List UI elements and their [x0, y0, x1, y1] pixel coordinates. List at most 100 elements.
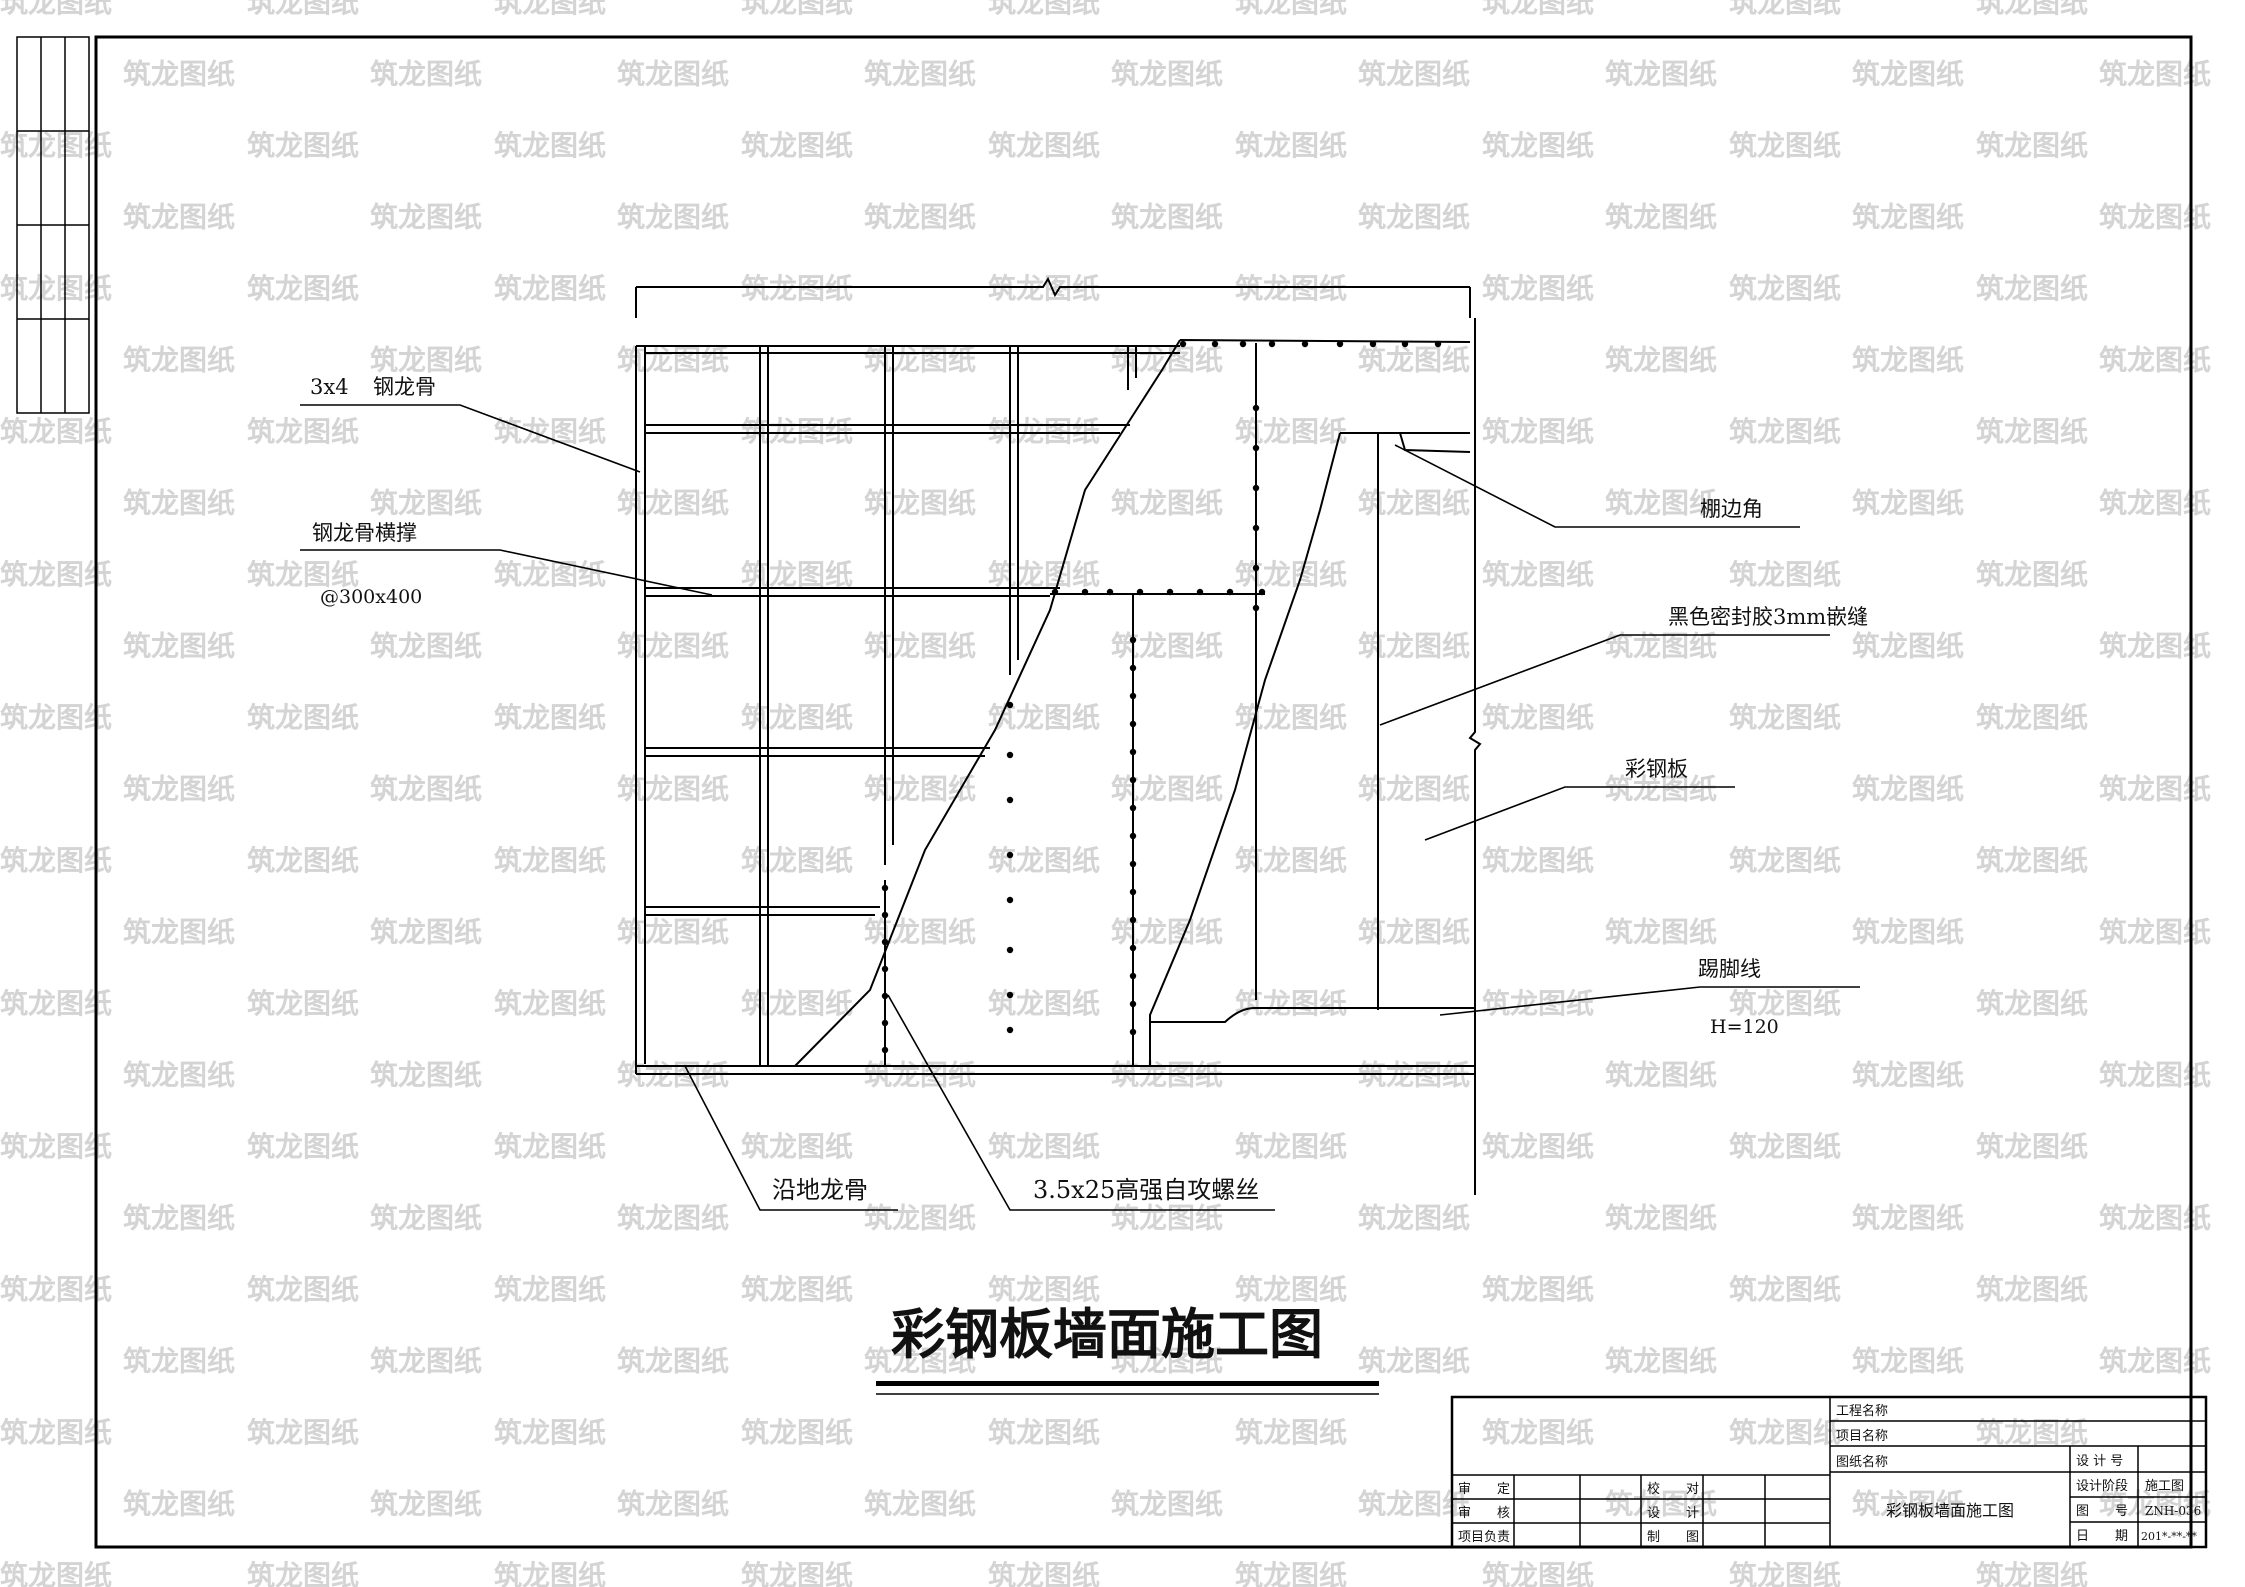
screw-dot	[1129, 888, 1137, 896]
watermark-text: 筑龙图纸	[370, 916, 482, 949]
watermark-text: 筑龙图纸	[370, 1345, 482, 1378]
watermark-text: 筑龙图纸	[1111, 1345, 1223, 1378]
screw-dot	[1211, 340, 1219, 348]
edge-angle	[1399, 432, 1471, 453]
screw-dot	[1081, 588, 1089, 596]
screw-dot	[1252, 524, 1260, 532]
watermark-text: 筑龙图纸	[864, 1202, 976, 1235]
watermark-text: 筑龙图纸	[0, 129, 112, 162]
watermark-text: 筑龙图纸	[247, 987, 359, 1020]
screw-dot	[1129, 1028, 1137, 1036]
watermark-text: 筑龙图纸	[1235, 272, 1347, 305]
label-keel-brace: 钢龙骨横撑	[312, 521, 417, 545]
watermark-text: 筑龙图纸	[123, 1345, 235, 1378]
watermark-text: 筑龙图纸	[2099, 630, 2211, 663]
screw-dot	[881, 1019, 889, 1027]
watermark-text: 筑龙图纸	[1482, 129, 1594, 162]
watermark-text: 筑龙图纸	[1976, 558, 2088, 591]
keel-grid	[635, 345, 1475, 1075]
leader-lines	[300, 404, 1860, 1211]
watermark-text: 筑龙图纸	[123, 201, 235, 234]
watermark-text: 筑龙图纸	[0, 987, 112, 1020]
screw-dot	[1129, 804, 1137, 812]
watermark-text: 筑龙图纸	[1358, 487, 1470, 520]
watermark-text: 筑龙图纸	[494, 1416, 606, 1449]
screw-dot	[881, 965, 889, 973]
screw-layer	[881, 340, 1442, 1054]
watermark-text: 筑龙图纸	[864, 487, 976, 520]
watermark-text: 筑龙图纸	[370, 1488, 482, 1521]
watermark-text: 筑龙图纸	[494, 558, 606, 591]
watermark-text: 筑龙图纸	[864, 1345, 976, 1378]
watermark-text: 筑龙图纸	[1729, 0, 1841, 19]
watermark-text: 筑龙图纸	[1976, 1130, 2088, 1163]
watermark-text: 筑龙图纸	[247, 272, 359, 305]
screw-dot	[1129, 748, 1137, 756]
watermark-text: 筑龙图纸	[1852, 773, 1964, 806]
watermark-text: 筑龙图纸	[1235, 1273, 1347, 1306]
watermark-text: 筑龙图纸	[1482, 415, 1594, 448]
screw-dot	[1252, 444, 1260, 452]
tb-design: 设 计	[1647, 1506, 1699, 1521]
watermark-text: 筑龙图纸	[494, 1273, 606, 1306]
watermark-text: 筑龙图纸	[494, 129, 606, 162]
watermark-text: 筑龙图纸	[988, 844, 1100, 877]
screw-dot	[1129, 664, 1137, 672]
screw-dot	[1051, 588, 1059, 596]
watermark-text: 筑龙图纸	[0, 844, 112, 877]
label-steel-panel: 彩钢板	[1625, 757, 1688, 781]
watermark-text: 筑龙图纸	[617, 487, 729, 520]
watermark-text: 筑龙图纸	[864, 773, 976, 806]
screw-dot	[881, 1046, 889, 1054]
watermark-text: 筑龙图纸	[1605, 773, 1717, 806]
watermark-text: 筑龙图纸	[1976, 415, 2088, 448]
watermark-text: 筑龙图纸	[1482, 0, 1594, 19]
screw-dot	[881, 884, 889, 892]
watermark-text: 筑龙图纸	[0, 1559, 112, 1587]
watermark-text: 筑龙图纸	[370, 58, 482, 91]
watermark-text: 筑龙图纸	[1235, 844, 1347, 877]
screw-dot	[1006, 796, 1014, 804]
watermark-text: 筑龙图纸	[247, 844, 359, 877]
watermark-text: 筑龙图纸	[741, 415, 853, 448]
watermark-text: 筑龙图纸	[988, 129, 1100, 162]
label-screw: 3.5x25高强自攻螺丝	[1033, 1176, 1259, 1204]
watermark-text: 筑龙图纸	[1111, 487, 1223, 520]
watermark-text: 筑龙图纸	[2099, 773, 2211, 806]
watermark-text: 筑龙图纸	[2099, 58, 2211, 91]
tb-project-lead: 项目负责	[1458, 1530, 1510, 1545]
tb-design-stage-value: 施工图	[2145, 1479, 2184, 1494]
screw-dot	[1006, 851, 1014, 859]
watermark-text: 筑龙图纸	[0, 701, 112, 734]
tb-audit: 审 核	[1458, 1506, 1510, 1521]
watermark-text: 筑龙图纸	[1852, 1202, 1964, 1235]
watermark-text: 筑龙图纸	[494, 701, 606, 734]
watermark-text: 筑龙图纸	[1482, 987, 1594, 1020]
watermark-text: 筑龙图纸	[988, 1559, 1100, 1587]
watermark-text: 筑龙图纸	[0, 558, 112, 591]
watermark-text: 筑龙图纸	[1482, 1130, 1594, 1163]
watermark-text: 筑龙图纸	[1358, 344, 1470, 377]
ceiling-line	[636, 276, 1470, 298]
screw-dot	[1239, 340, 1247, 348]
watermark-text: 筑龙图纸	[1729, 844, 1841, 877]
watermark-text: 筑龙图纸	[864, 916, 976, 949]
watermark-text: 筑龙图纸	[123, 1488, 235, 1521]
watermark-text: 筑龙图纸	[123, 630, 235, 663]
watermark-text: 筑龙图纸	[370, 201, 482, 234]
label-skirting: 踢脚线	[1698, 957, 1761, 981]
watermark-text: 筑龙图纸	[123, 1059, 235, 1092]
watermark-text: 筑龙图纸	[123, 487, 235, 520]
screw-dot	[1252, 404, 1260, 412]
watermark-text: 筑龙图纸	[1605, 487, 1717, 520]
watermark-text: 筑龙图纸	[864, 58, 976, 91]
watermark-text: 筑龙图纸	[1235, 1416, 1347, 1449]
watermark-text: 筑龙图纸	[988, 1416, 1100, 1449]
watermark-text: 筑龙图纸	[864, 201, 976, 234]
watermark-text: 筑龙图纸	[1111, 201, 1223, 234]
watermark-text: 筑龙图纸	[247, 1273, 359, 1306]
screw-dot	[1106, 588, 1114, 596]
watermark-text: 筑龙图纸	[617, 1202, 729, 1235]
watermark-text: 筑龙图纸	[1729, 415, 1841, 448]
watermark-text: 筑龙图纸	[741, 701, 853, 734]
